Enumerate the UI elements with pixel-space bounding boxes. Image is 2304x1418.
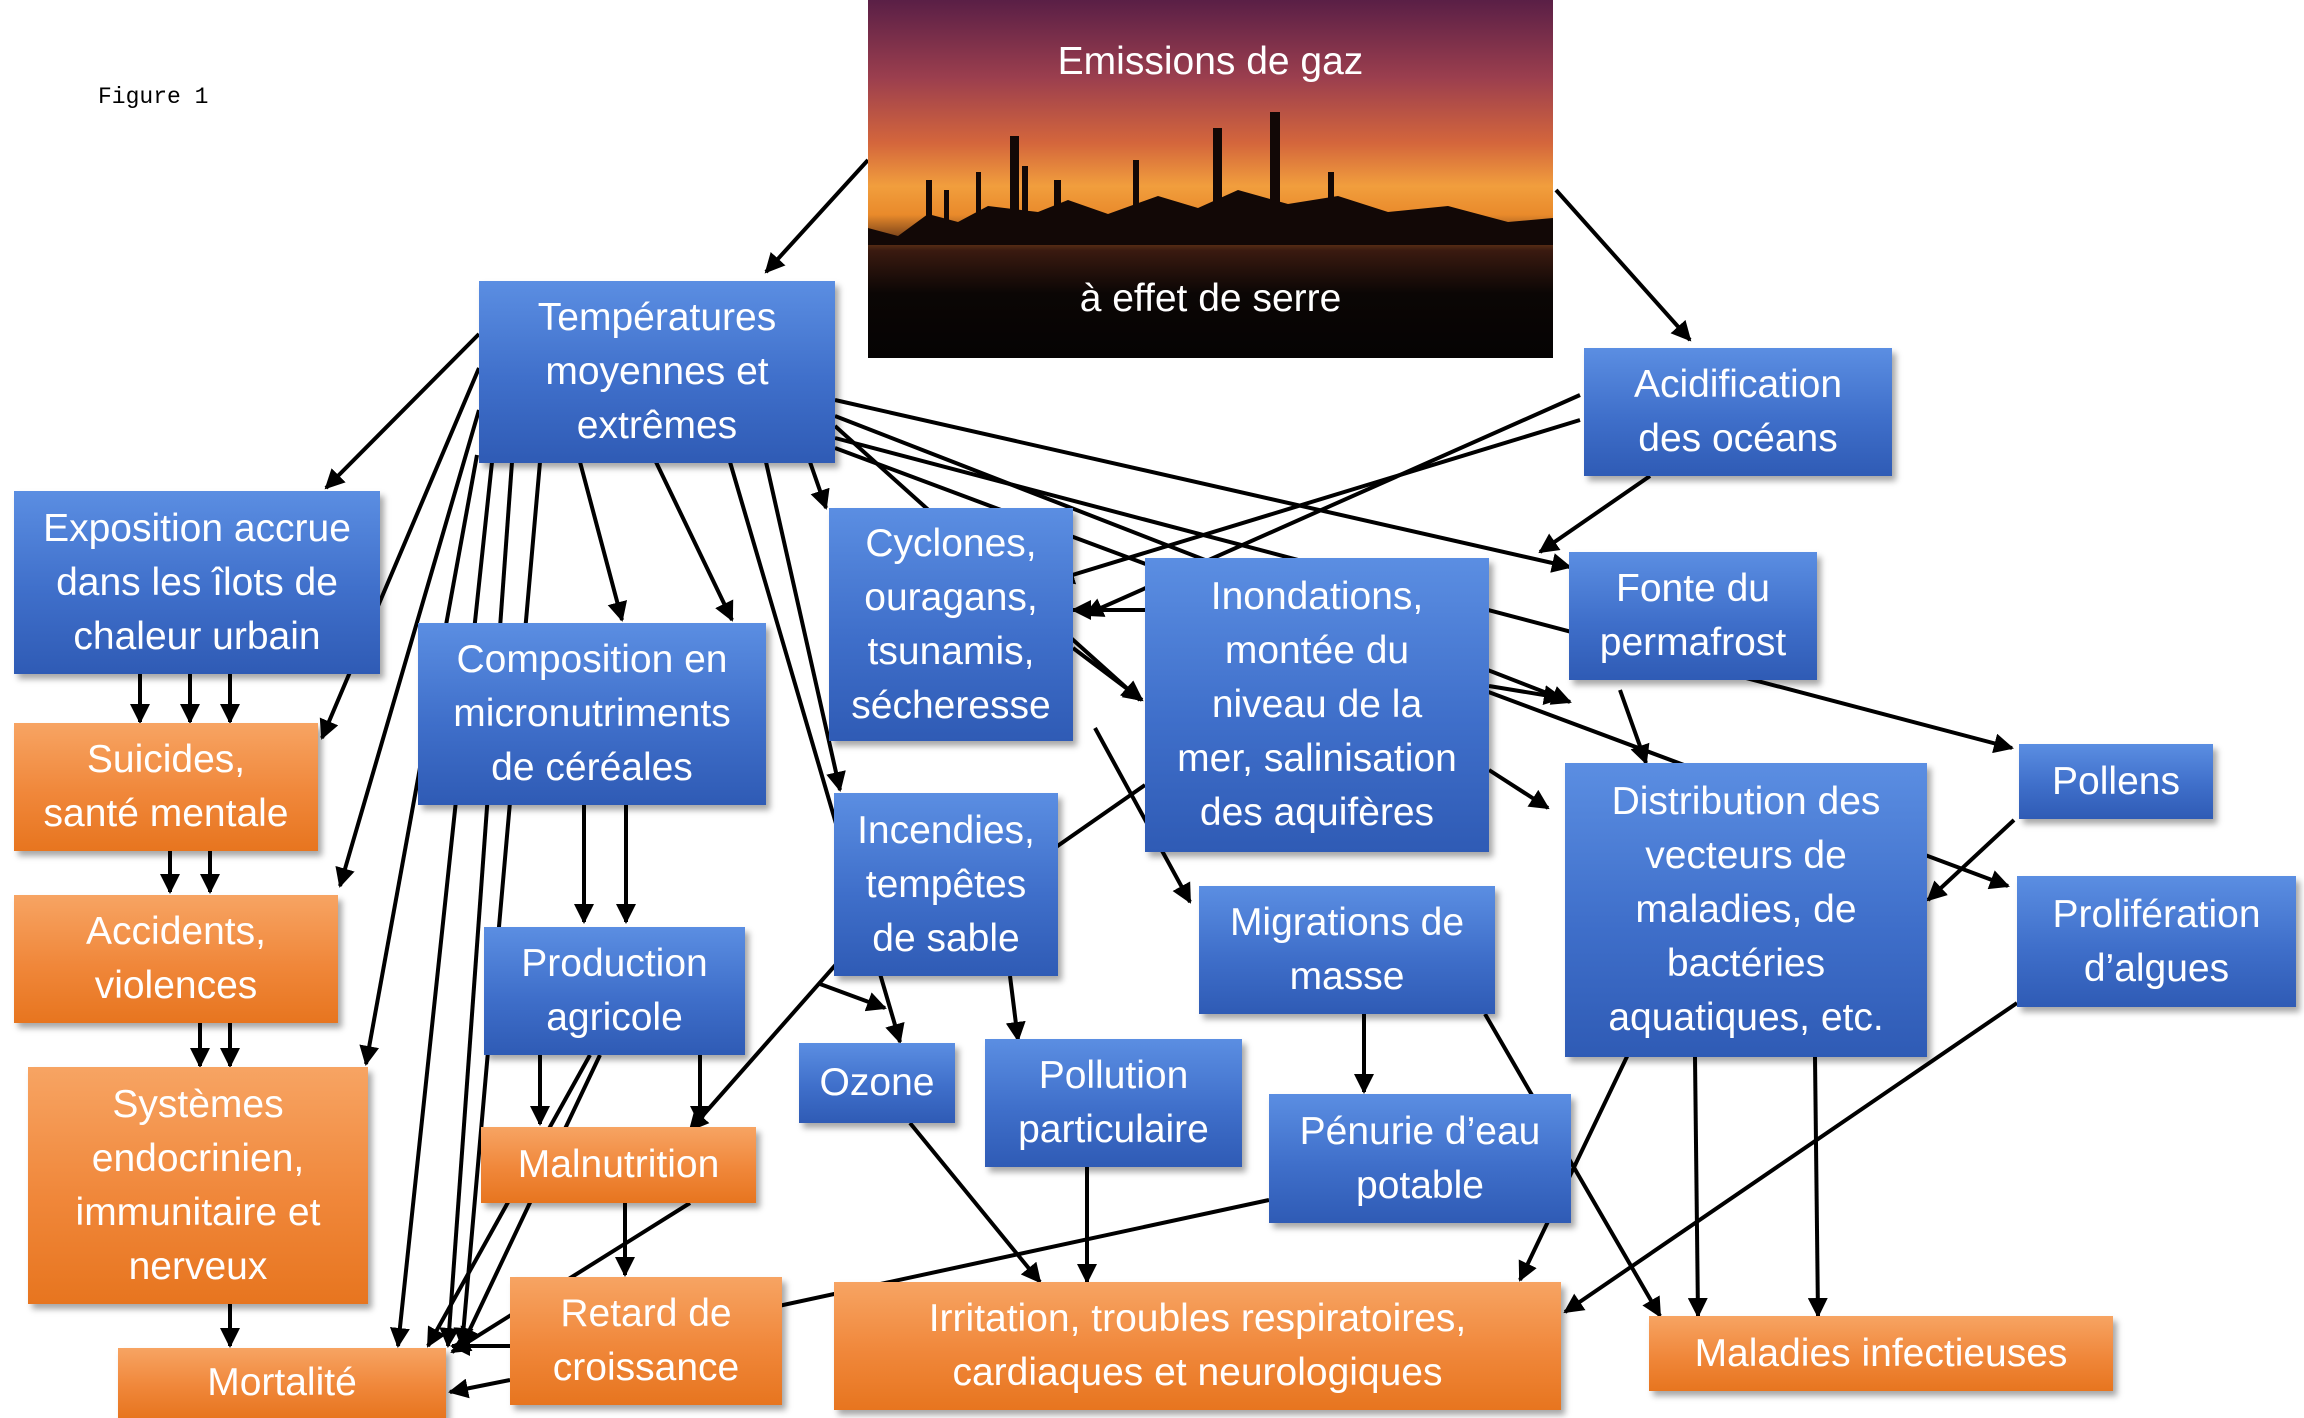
node-maladies: Maladies infectieuses: [1649, 1316, 2113, 1391]
arrow-29: [1687, 1056, 1708, 1318]
arrow-7: [439, 461, 514, 1348]
node-irritation: Irritation, troubles respiratoires, card…: [834, 1282, 1561, 1410]
node-exposition: Exposition accrue dans les îlots de chal…: [14, 491, 380, 674]
arrow-32: [1563, 1001, 2019, 1314]
arrow-59: [448, 1378, 511, 1399]
node-accidents: Accidents, violences: [14, 895, 338, 1023]
node-retard: Retard de croissance: [510, 1277, 782, 1405]
node-algues: Prolifération d’algues: [2017, 876, 2296, 1007]
arrow-8: [453, 461, 542, 1348]
arrow-11: [764, 461, 846, 792]
arrow-22: [1093, 727, 1192, 904]
arrow-3: [319, 367, 481, 740]
arrow-10: [654, 461, 734, 622]
arrow-13: [834, 398, 1572, 573]
arrow-6: [389, 461, 494, 1348]
refinery-silhouette: [868, 112, 1553, 245]
source-node-greenhouse-gas: Emissions de gaz à effet de serre: [868, 0, 1553, 358]
figure-label: Figure 1: [98, 84, 209, 110]
node-pollution: Pollution particulaire: [985, 1039, 1242, 1167]
node-ozone: Ozone: [799, 1043, 955, 1123]
source-line-1: Emissions de gaz: [1057, 40, 1364, 83]
arrow-1: [1554, 188, 1692, 342]
arrow-19: [1054, 418, 1581, 585]
node-acidification: Acidification des océans: [1584, 348, 1892, 476]
node-inondations: Inondations, montée du niveau de la mer,…: [1145, 558, 1489, 852]
arrow-12: [808, 461, 830, 510]
arrow-24: [1488, 684, 1564, 705]
node-cyclones: Cyclones, ouragans, tsunamis, sécheresse: [829, 508, 1073, 741]
node-penurie: Pénurie d’eau potable: [1269, 1094, 1571, 1223]
arrow-26: [1005, 975, 1026, 1042]
node-suicides: Suicides, santé mentale: [14, 723, 318, 851]
node-permafrost: Fonte du permafrost: [1569, 552, 1817, 680]
node-migrations: Migrations de masse: [1199, 886, 1495, 1014]
arrow-21: [1071, 646, 1144, 702]
arrow-33: [1618, 689, 1650, 765]
node-malnutrition: Malnutrition: [481, 1127, 756, 1203]
arrow-0: [764, 158, 870, 274]
arrow-37: [1538, 474, 1652, 554]
node-production: Production agricole: [484, 927, 745, 1055]
arrow-4: [335, 409, 481, 888]
source-line-2: à effet de serre: [1079, 277, 1342, 320]
node-mortalite: Mortalité: [118, 1348, 446, 1418]
arrow-23: [1487, 768, 1550, 810]
arrow-31: [1926, 818, 2016, 902]
arrow-9: [578, 461, 628, 622]
node-systemes: Systèmes endocrinien, immunitaire et ner…: [28, 1067, 368, 1304]
arrow-60: [819, 982, 887, 1012]
node-distribution: Distribution des vecteurs de maladies, d…: [1565, 763, 1927, 1057]
node-composition: Composition en micronutriments de céréal…: [418, 623, 766, 805]
node-incendies: Incendies, tempêtes de sable: [834, 793, 1058, 976]
node-temperatures: Températures moyennes et extrêmes: [479, 281, 835, 463]
arrow-2: [324, 332, 481, 490]
arrow-30: [1807, 1056, 1828, 1318]
node-pollens: Pollens: [2019, 744, 2213, 819]
